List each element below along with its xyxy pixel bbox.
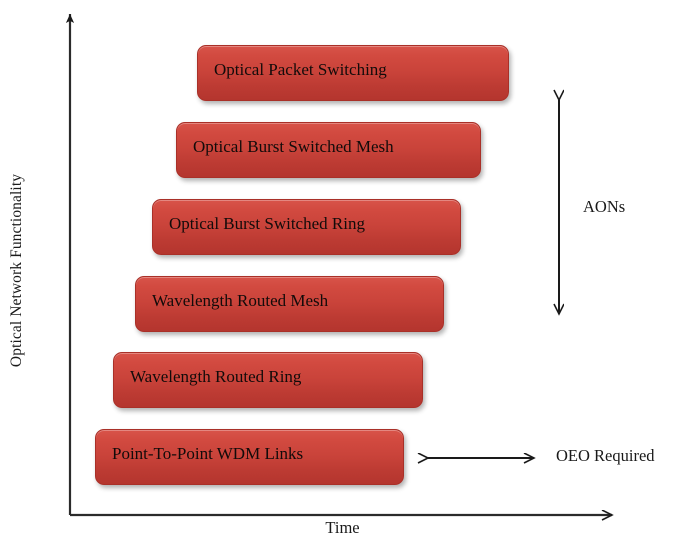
- bar-label: Point-To-Point WDM Links: [112, 444, 304, 463]
- bar-label: Optical Burst Switched Mesh: [193, 137, 394, 156]
- bar-label: Wavelength Routed Ring: [130, 367, 302, 386]
- aons-annotation-label: AONs: [583, 197, 626, 216]
- bar-wavelength-routed-ring[interactable]: Wavelength Routed Ring: [113, 352, 423, 408]
- bar-optical-burst-switched-mesh[interactable]: Optical Burst Switched Mesh: [176, 122, 481, 178]
- bar-wavelength-routed-mesh[interactable]: Wavelength Routed Mesh: [135, 276, 444, 332]
- x-axis-label: Time: [325, 518, 360, 537]
- bar-optical-packet-switching[interactable]: Optical Packet Switching: [197, 45, 509, 101]
- bar-optical-burst-switched-ring[interactable]: Optical Burst Switched Ring: [152, 199, 461, 255]
- bar-label: Wavelength Routed Mesh: [152, 291, 329, 310]
- bar-point-to-point-wdm-links[interactable]: Point-To-Point WDM Links: [95, 429, 404, 485]
- y-axis-label: Optical Network Functionality: [8, 173, 25, 368]
- bar-label: Optical Burst Switched Ring: [169, 214, 365, 233]
- bar-label: Optical Packet Switching: [214, 60, 387, 79]
- oeo-annotation-label: OEO Required: [556, 446, 655, 465]
